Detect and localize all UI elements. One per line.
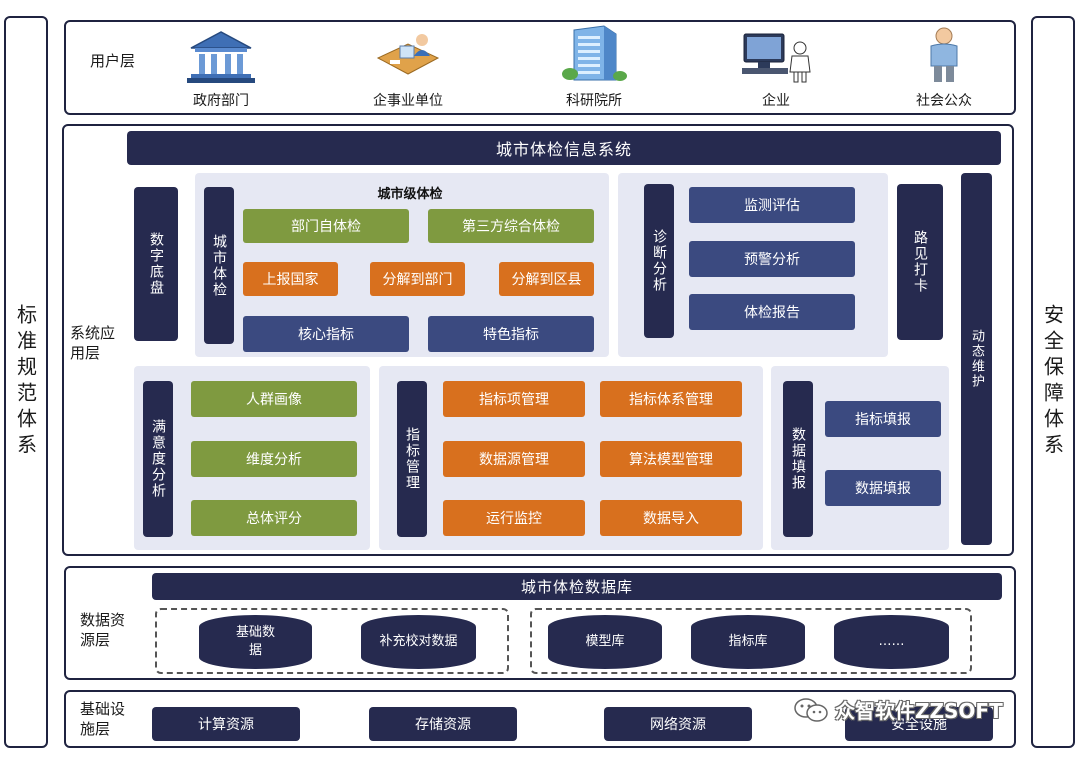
base-data-db-label: 基础数据 [235, 625, 275, 658]
warning-analysis-button[interactable]: 预警分析 [689, 241, 855, 277]
user-item-label: 企事业单位 [373, 93, 443, 109]
dynamic-maintenance[interactable]: 动态维护 [961, 173, 992, 545]
data-layer-label: 数据资源层 [80, 611, 126, 649]
indicator-db: 指标库 [691, 615, 805, 669]
digital-base: 数字底盘 [134, 187, 178, 341]
user-item-enterprise-unit: 企事业单位 [358, 28, 458, 110]
base-data-db: 基础数据 [199, 615, 312, 669]
computer-user-icon [742, 33, 811, 83]
user-layer-label: 用户层 [90, 52, 136, 70]
supplement-data-db: 补充校对数据 [361, 615, 476, 669]
supplement-data-db-label: 补充校对数据 [379, 634, 458, 649]
person-icon [930, 27, 958, 82]
data-header: 城市体检数据库 [152, 573, 1002, 600]
dimension-analysis-button[interactable]: 维度分析 [191, 441, 357, 477]
network-resource: 网络资源 [604, 707, 752, 741]
split-to-dept-button[interactable]: 分解到部门 [370, 262, 465, 296]
db-group-base [155, 608, 509, 674]
app-header: 城市体检信息系统 [127, 131, 1001, 165]
datasource-mgmt-button[interactable]: 数据源管理 [443, 441, 585, 477]
data-report-side: 数据填报 [783, 381, 813, 537]
run-monitor-button[interactable]: 运行监控 [443, 500, 585, 536]
left-pillar: 标准规范体系 [4, 16, 48, 748]
app-layer-label: 系统应用层 [70, 323, 126, 363]
research-building-icon [562, 25, 627, 81]
indicator-mgmt-side: 指标管理 [397, 381, 427, 537]
city-check-title: 城市级体检 [377, 187, 443, 202]
db-group-model [530, 608, 972, 674]
watermark: 众智软件ZZSOFT [793, 695, 1003, 724]
feature-indicator-button[interactable]: 特色指标 [428, 316, 594, 352]
data-import-button[interactable]: 数据导入 [600, 500, 742, 536]
crowd-profile-button[interactable]: 人群画像 [191, 381, 357, 417]
indicator-fill-button[interactable]: 指标填报 [825, 401, 941, 437]
road-card[interactable]: 路见打卡 [897, 184, 943, 340]
wechat-icon [794, 697, 828, 722]
infra-layer-label: 基础设施层 [80, 700, 126, 738]
compute-resource: 计算资源 [152, 707, 300, 741]
third-party-check-button[interactable]: 第三方综合体检 [428, 209, 594, 243]
data-fill-button[interactable]: 数据填报 [825, 470, 941, 506]
watermark-text: 众智软件ZZSOFT [835, 699, 1003, 723]
satisfaction-side: 满意度分析 [143, 381, 173, 537]
more-db: …… [834, 615, 949, 669]
security-facility: 安全设施 [845, 707, 993, 741]
city-check-side: 城市体检 [204, 187, 234, 344]
user-item-label: 社会公众 [916, 93, 972, 109]
storage-resource: 存储资源 [369, 707, 517, 741]
user-item-research: 科研院所 [549, 24, 639, 110]
report-national-button[interactable]: 上报国家 [243, 262, 338, 296]
user-item-label: 科研院所 [566, 93, 622, 109]
diagnosis-side: 诊断分析 [644, 184, 674, 338]
user-item-label: 企业 [762, 93, 790, 109]
indicator-system-mgmt-button[interactable]: 指标体系管理 [600, 381, 742, 417]
algorithm-model-mgmt-button[interactable]: 算法模型管理 [600, 441, 742, 477]
split-to-district-button[interactable]: 分解到区县 [499, 262, 594, 296]
core-indicator-button[interactable]: 核心指标 [243, 316, 409, 352]
monitor-eval-button[interactable]: 监测评估 [689, 187, 855, 223]
overall-score-button[interactable]: 总体评分 [191, 500, 357, 536]
indicator-item-mgmt-button[interactable]: 指标项管理 [443, 381, 585, 417]
office-worker-icon [376, 34, 440, 75]
app-layer-label-text: 系统应用层 [70, 324, 116, 362]
user-item-government: 政府部门 [181, 28, 261, 110]
right-pillar: 安全保障体系 [1031, 16, 1075, 748]
user-item-label: 政府部门 [193, 93, 249, 109]
user-item-enterprise: 企业 [736, 30, 816, 110]
check-report-button[interactable]: 体检报告 [689, 294, 855, 330]
dept-self-check-button[interactable]: 部门自体检 [243, 209, 409, 243]
user-layer: 用户层 政府部门 企事业单位 [64, 20, 1016, 115]
government-building-icon [187, 31, 255, 83]
model-db: 模型库 [548, 615, 662, 669]
user-item-public: 社会公众 [904, 26, 984, 110]
